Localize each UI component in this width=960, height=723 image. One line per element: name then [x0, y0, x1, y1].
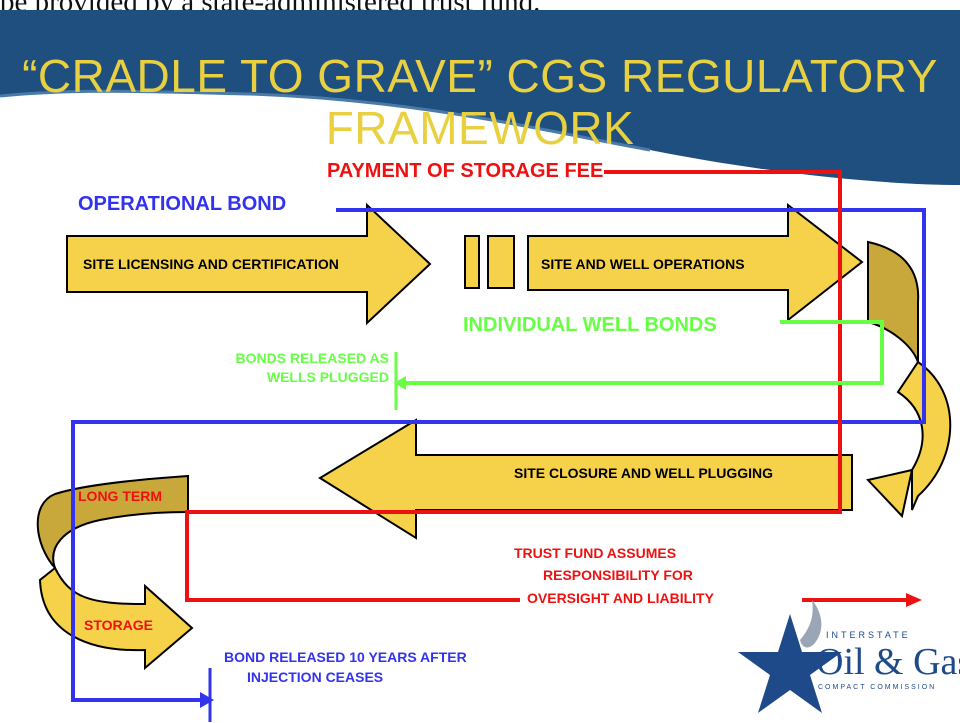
site-licensing-label: SITE LICENSING AND CERTIFICATION [83, 256, 339, 272]
storage-label: STORAGE [84, 617, 153, 633]
bonds-released-label-2: WELLS PLUGGED [266, 369, 389, 385]
gap-bar-2 [487, 235, 515, 289]
right-curve-arrow [866, 360, 952, 519]
logo-main-text: Oil & Gas [816, 641, 960, 683]
storage-fee-arrowhead [906, 593, 922, 607]
individual-bonds-label: INDIVIDUAL WELL BONDS [463, 314, 717, 336]
trust-fund-label-1: TRUST FUND ASSUMES [514, 545, 677, 561]
right-curve-dark [867, 240, 920, 363]
bond-release-label-1: BOND RELEASED 10 YEARS AFTER [224, 649, 467, 665]
title-line-2: FRAMEWORK [325, 102, 635, 154]
operational-bond-label: OPERATIONAL BOND [78, 193, 287, 215]
bonds-released-label-1: BONDS RELEASED AS [235, 350, 389, 366]
logo-drop-icon [800, 600, 822, 648]
site-operations-label: SITE AND WELL OPERATIONS [541, 256, 745, 272]
bond-release-label-2: INJECTION CEASES [247, 669, 384, 685]
gap-bar-1 [464, 235, 480, 289]
individual-bonds-line [404, 320, 884, 385]
operational-bond-arrowhead [200, 692, 214, 708]
logo-bottom-text: COMPACT COMMISSION [818, 684, 937, 691]
trust-fund-label-2: RESPONSIBILITY FOR [543, 567, 693, 583]
storage-fee-line [185, 170, 842, 602]
individual-bonds-arrowhead [394, 376, 406, 390]
site-closure-label: SITE CLOSURE AND WELL PLUGGING [514, 465, 774, 481]
payment-fee-label: PAYMENT OF STORAGE FEE [327, 160, 604, 182]
logo-top-text: INTERSTATE [826, 630, 911, 640]
title-line-1: “CRADLE TO GRAVE” CGS REGULATORY [22, 50, 938, 102]
left-curve-arrow [38, 566, 194, 671]
site-licensing-arrow [66, 202, 432, 326]
trust-fund-label-3: OVERSIGHT AND LIABILITY [527, 590, 714, 606]
logo-star-icon [738, 614, 842, 713]
banner-highlight [0, 89, 651, 152]
operational-bond-line [71, 208, 926, 702]
site-operations-arrow [527, 202, 864, 323]
long-term-label: LONG TERM [78, 488, 162, 504]
title-banner [0, 10, 960, 185]
